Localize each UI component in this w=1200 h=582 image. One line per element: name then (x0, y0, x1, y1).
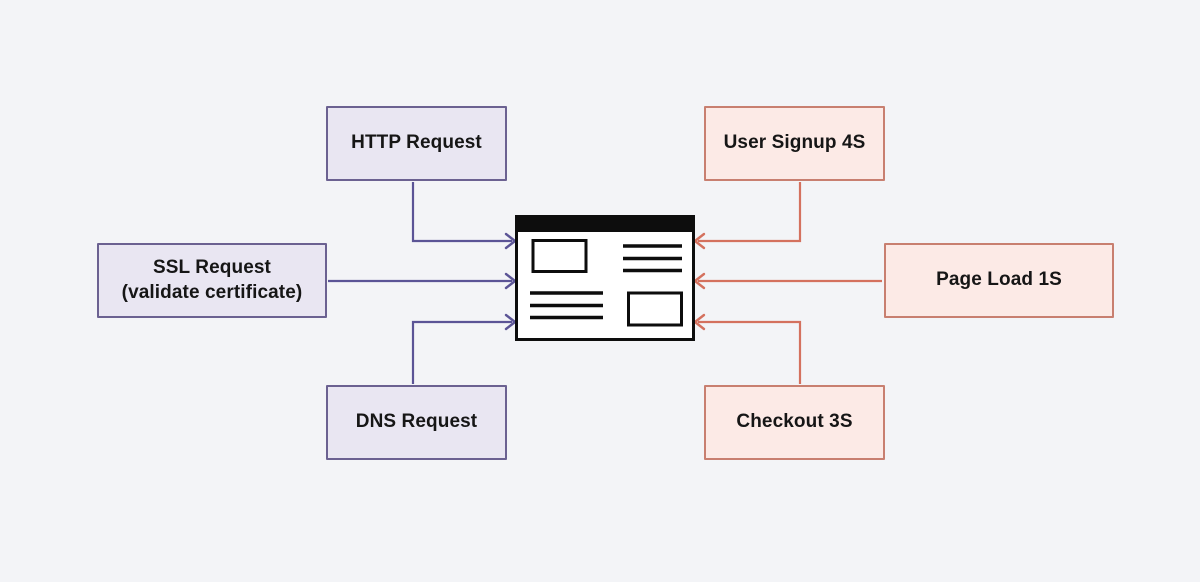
node-user-signup: User Signup 4S (704, 106, 885, 181)
node-http-request: HTTP Request (326, 106, 507, 181)
node-page-load: Page Load 1S (884, 243, 1114, 318)
node-ssl-request: SSL Request (validate certificate) (97, 243, 327, 318)
node-checkout: Checkout 3S (704, 385, 885, 460)
connector-user-signup (698, 182, 802, 243)
node-user-signup-label: User Signup 4S (723, 132, 866, 154)
connector-http-request (411, 182, 512, 243)
node-ssl-request-label: SSL Request (validate certificate) (121, 257, 303, 303)
connector-checkout (698, 320, 802, 384)
node-dns-request-label: DNS Request (355, 411, 478, 433)
browser-window-icon (515, 215, 695, 341)
node-page-load-label: Page Load 1S (936, 269, 1062, 291)
connector-dns-request (411, 320, 512, 384)
node-checkout-label: Checkout 3S (736, 411, 853, 433)
node-dns-request: DNS Request (326, 385, 507, 460)
node-http-request-label: HTTP Request (351, 132, 482, 154)
